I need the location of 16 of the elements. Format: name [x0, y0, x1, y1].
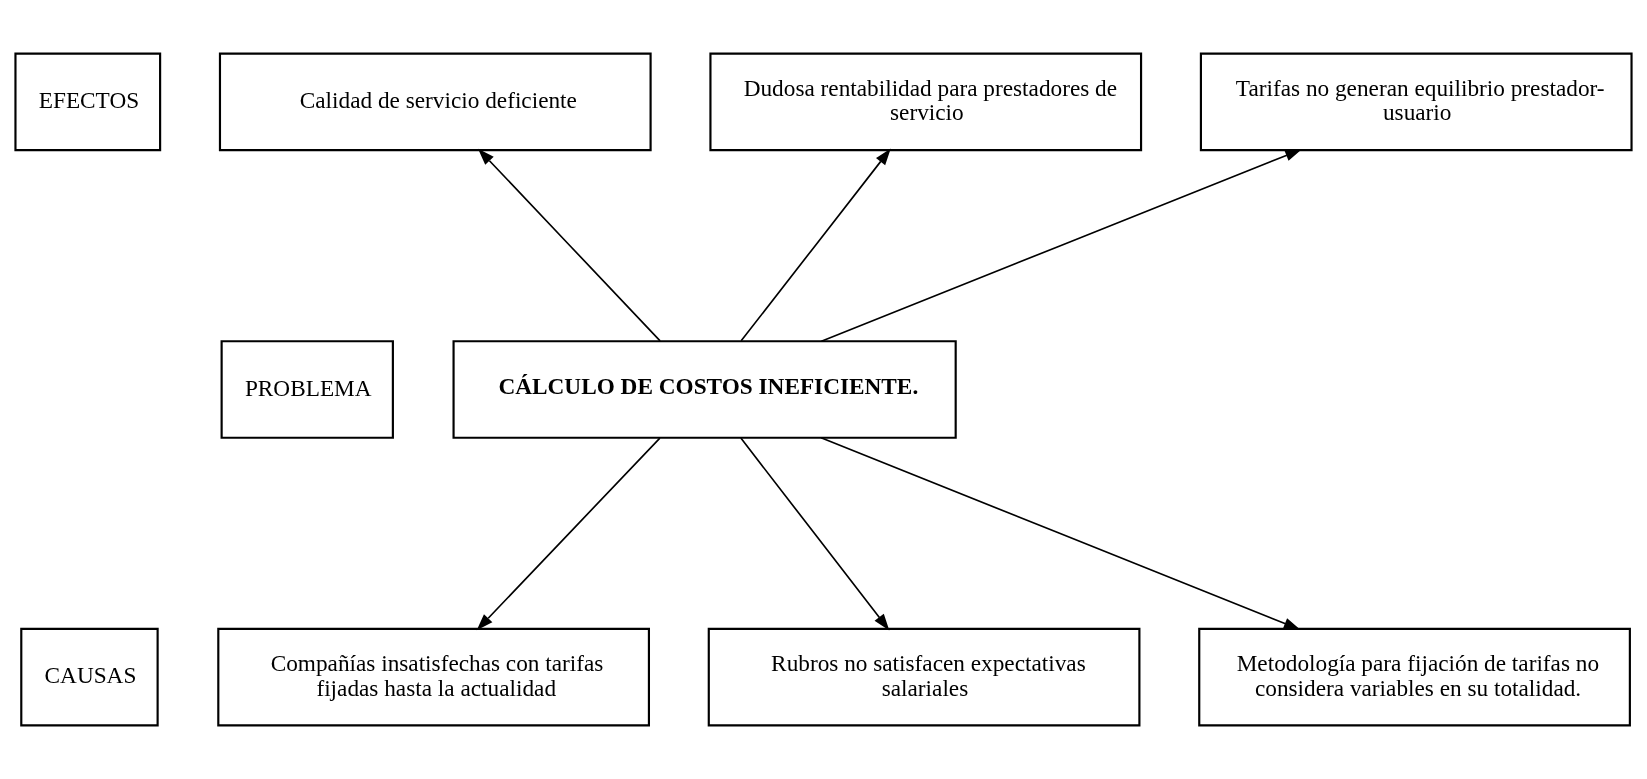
arrow — [740, 437, 890, 631]
node-box: CÁLCULO DE COSTOS INEFICIENTE. — [452, 340, 957, 439]
arrow — [820, 436, 1301, 630]
node-box: Dudosa rentabilidad para prestadores de servicio — [709, 52, 1143, 152]
node-box: Tarifas no generan equilibrio prestador-usuario — [1199, 52, 1633, 152]
node-box: EFECTOS — [14, 52, 162, 152]
arrow — [820, 149, 1302, 342]
node-box: CAUSAS — [20, 627, 159, 727]
node-box: Rubros no satisfacen expectativas salariales — [707, 627, 1141, 727]
node-box: Calidad de servicio deficiente — [218, 52, 652, 152]
node-box: Metodología para fijación de tarifas no considera variables en su totalidad. — [1198, 627, 1631, 727]
arrow — [478, 148, 661, 342]
arrow — [476, 437, 661, 631]
node-box: PROBLEMA — [220, 340, 394, 439]
arrow — [740, 148, 891, 342]
node-box: Compañías insatisfechas con tarifas fijadas hasta la actualidad — [217, 627, 650, 727]
